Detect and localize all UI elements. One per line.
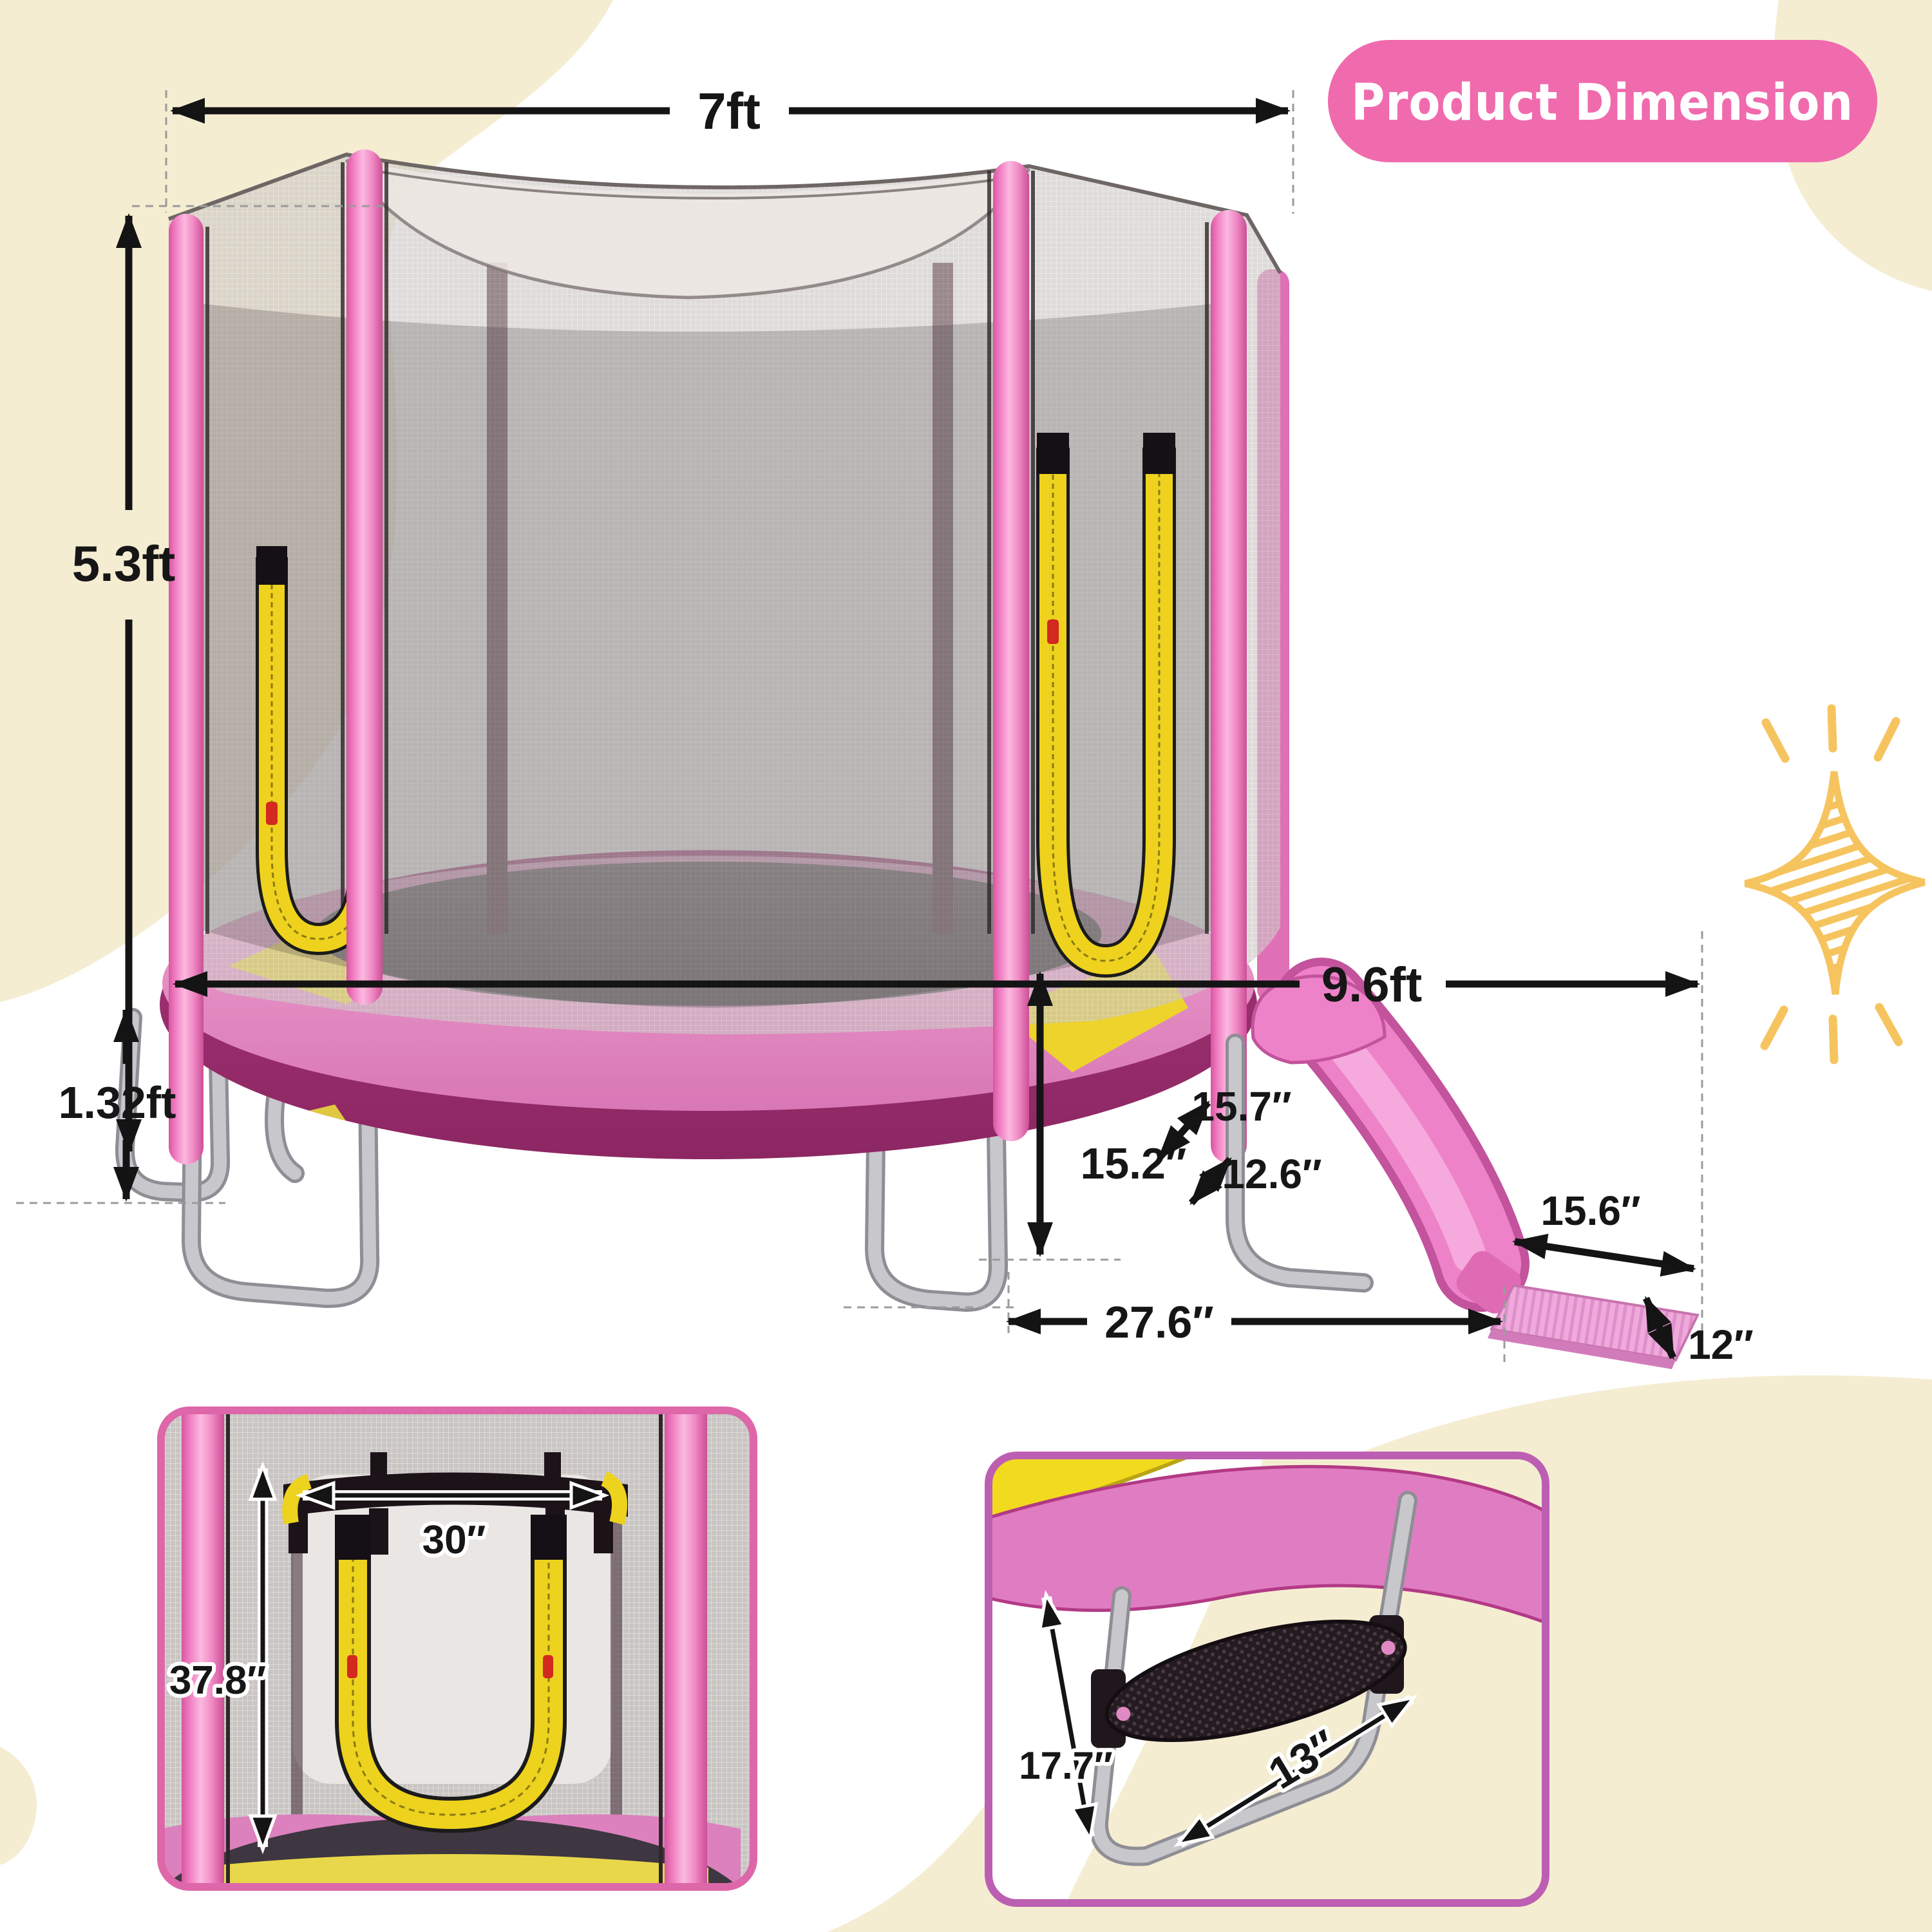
sparkle-doodle — [1744, 704, 1926, 1065]
enclosure-pole-3 — [993, 161, 1029, 1141]
enclosure-pole-2 — [346, 149, 383, 1005]
inset1-border — [157, 1406, 757, 1891]
label-door-height: 37.8″ — [169, 1658, 266, 1703]
label-door-width: 30″ — [422, 1518, 486, 1562]
inset2-border — [985, 1452, 1549, 1907]
label-total-length: 9.6ft — [1321, 958, 1422, 1012]
badge-title: Product Dimension — [1351, 74, 1853, 132]
label-slide-upper-length: 15.7″ — [1191, 1083, 1291, 1130]
product-dimension-badge: Product Dimension — [1328, 40, 1877, 162]
door-zipper-right — [1036, 433, 1176, 978]
slide-ramp-cushion — [1488, 1283, 1700, 1369]
inset-ladder-closeup: 17.7″ 13″ — [985, 1452, 1549, 1907]
dim-ladder-height: 17.7″ — [1015, 1589, 1117, 1844]
dim-ramp-length: 15.6″ — [1512, 1188, 1696, 1277]
inset-door-closeup: 30″ 37.8″ — [157, 1406, 757, 1891]
enclosure-pole-4 — [1211, 210, 1247, 1163]
slide-foot — [1456, 1251, 1521, 1314]
dim-frame-width: 7ft — [170, 82, 1291, 140]
enclosure-poles — [169, 149, 1247, 1164]
enclosure-pole-1 — [169, 214, 204, 1164]
dim-ramp-width: 12″ — [1642, 1296, 1754, 1368]
dim-leg-span: 27.6″ — [1006, 1297, 1503, 1347]
label-leg-span: 27.6″ — [1104, 1297, 1214, 1347]
slide — [1251, 958, 1530, 1314]
dim-bed-height: 15.2″ — [1027, 971, 1186, 1257]
label-ladder-height: 17.7″ — [1019, 1744, 1113, 1787]
label-slide-width: 12.6″ — [1222, 1151, 1321, 1197]
label-ground-height: 1.32ft — [59, 1077, 176, 1128]
label-ramp-width: 12″ — [1688, 1321, 1754, 1368]
trampoline-illustration — [115, 149, 1700, 1369]
dim-ground-height: 1.32ft — [59, 1007, 176, 1202]
dim-slide-width: 12.6″ — [1188, 1151, 1322, 1206]
dim-door-width: 30″ — [295, 1481, 610, 1566]
label-net-height: 5.3ft — [72, 535, 175, 592]
safety-net — [167, 152, 1282, 1035]
reference-dashes — [16, 90, 1703, 1364]
label-ramp-length: 15.6″ — [1540, 1188, 1640, 1234]
background-blob-left-sliver — [0, 1747, 37, 1865]
dim-total-length: 9.6ft — [173, 958, 1700, 1012]
dim-slide-upper-length: 15.7″ — [1156, 1083, 1292, 1160]
dim-door-height: 37.8″ — [166, 1461, 278, 1855]
label-frame-width: 7ft — [697, 82, 761, 140]
